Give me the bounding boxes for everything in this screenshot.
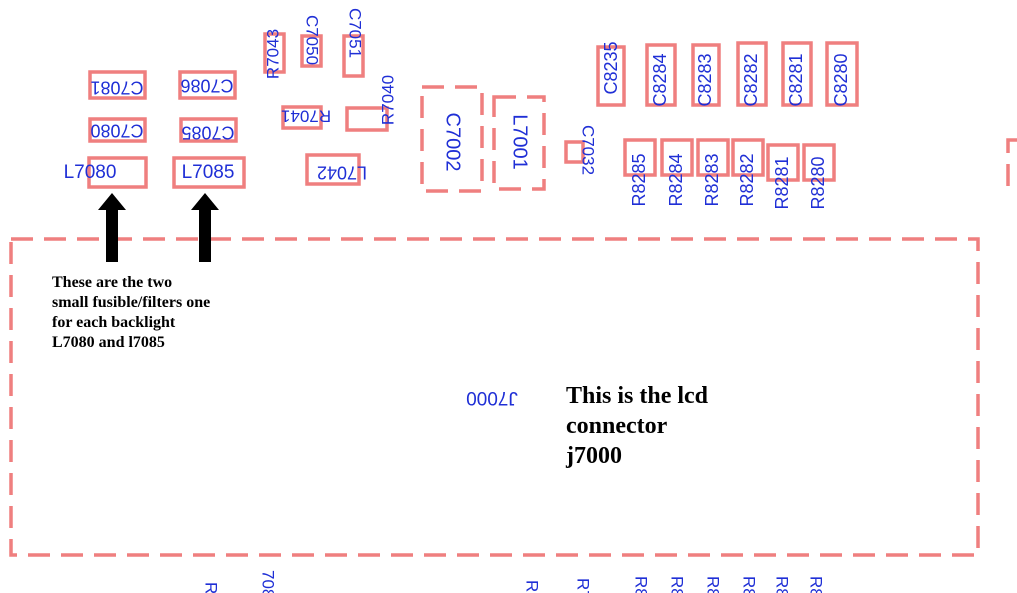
r8285-pad (623, 138, 657, 177)
arrow-l7080 (98, 193, 126, 262)
c8235-pad (596, 45, 626, 107)
fuses-note-line-3: for each backlight (52, 314, 176, 331)
c8280-pad (825, 41, 859, 107)
fuses-note-line-1: These are the two (52, 274, 173, 291)
c7081-pad (88, 70, 147, 100)
label-bottom-r82-1: R82 (632, 576, 651, 593)
c8283-pad (691, 43, 721, 107)
label-r8282: R8282 (737, 153, 757, 206)
label-r7040: R7040 (378, 75, 397, 125)
c7080-pad (88, 117, 147, 143)
c7051-pad (342, 34, 365, 78)
label-c8282: C8282 (741, 53, 761, 106)
r8280-pad (802, 143, 836, 182)
c8282-pad (736, 41, 768, 107)
label-r8284: R8284 (666, 153, 686, 206)
l7042-pad (305, 153, 361, 186)
label-c8283: C8283 (695, 53, 715, 106)
r7040-pad (345, 106, 389, 132)
label-c7002: C7002 (442, 113, 464, 172)
label-c7086: C7086 (180, 75, 233, 95)
c7085-pad (179, 117, 238, 143)
label-bottom-r82-3: R82 (704, 576, 723, 593)
label-j7000: J7000 (466, 387, 518, 408)
lcd-connector-annotation: This is the lcd connector j7000 (566, 381, 826, 471)
c7032-pad (564, 140, 585, 164)
label-c7050: C7050 (303, 15, 322, 65)
label-c7032: C7032 (579, 125, 598, 175)
label-l7080: L7080 (64, 162, 117, 183)
label-r8281: R8281 (772, 156, 792, 209)
c7002-outline (420, 85, 484, 193)
edge-component-outline (1006, 138, 1017, 189)
label-l7085: L7085 (182, 162, 235, 183)
label-r7041: R7041 (281, 107, 331, 126)
c8284-pad (645, 43, 677, 107)
label-bottom-r82-2: R82 (668, 576, 687, 593)
lcd-note-line-3: j7000 (566, 443, 622, 469)
label-bottom-r82-5: R82 (773, 576, 792, 593)
label-bottom-7085: 7085 (259, 570, 278, 593)
lcd-note-line-1: This is the lcd (566, 383, 709, 409)
j7000-connector-outline (9, 237, 980, 557)
label-c8284: C8284 (650, 53, 670, 106)
c7086-pad (178, 70, 237, 100)
c7050-pad (300, 34, 323, 68)
label-c7081: C7081 (90, 77, 143, 97)
r7043-pad (263, 32, 286, 74)
label-c8280: C8280 (831, 53, 851, 106)
label-bottom-r82-6: R82 (807, 576, 826, 593)
label-l7042: L7042 (317, 162, 367, 182)
r8281-pad (766, 143, 800, 182)
label-c8235: C8235 (601, 41, 621, 94)
lcd-note-line-2: connector (566, 413, 668, 439)
fuses-note-line-4: L7080 and l7085 (52, 334, 165, 351)
r8282-pad (731, 138, 765, 177)
fuses-note-line-2: small fusible/filters one (52, 294, 211, 311)
label-bottom-r70-left: R70 (202, 582, 221, 593)
label-bottom-r70-right: R70 (574, 578, 593, 593)
c8281-pad (781, 41, 813, 107)
r7041-pad (281, 105, 323, 130)
l7001-outline (492, 95, 546, 191)
label-l7001: L7001 (509, 114, 531, 170)
label-bottom-r7: R7 (523, 580, 542, 593)
fuses-annotation: These are the two small fusible/filters … (52, 273, 352, 353)
label-c7080: C7080 (90, 120, 143, 140)
r8284-pad (660, 138, 694, 177)
label-r8283: R8283 (702, 153, 722, 206)
label-bottom-r82-4: R82 (740, 576, 759, 593)
label-c7051: C7051 (346, 8, 365, 58)
label-r8280: R8280 (808, 156, 828, 209)
l7080-pad (87, 156, 148, 189)
arrow-l7085 (191, 193, 219, 262)
label-r8285: R8285 (629, 153, 649, 206)
l7085-pad (172, 156, 246, 189)
label-c8281: C8281 (786, 53, 806, 106)
label-c7085: C7085 (181, 122, 234, 142)
label-r7043: R7043 (263, 29, 282, 79)
r8283-pad (696, 138, 730, 177)
